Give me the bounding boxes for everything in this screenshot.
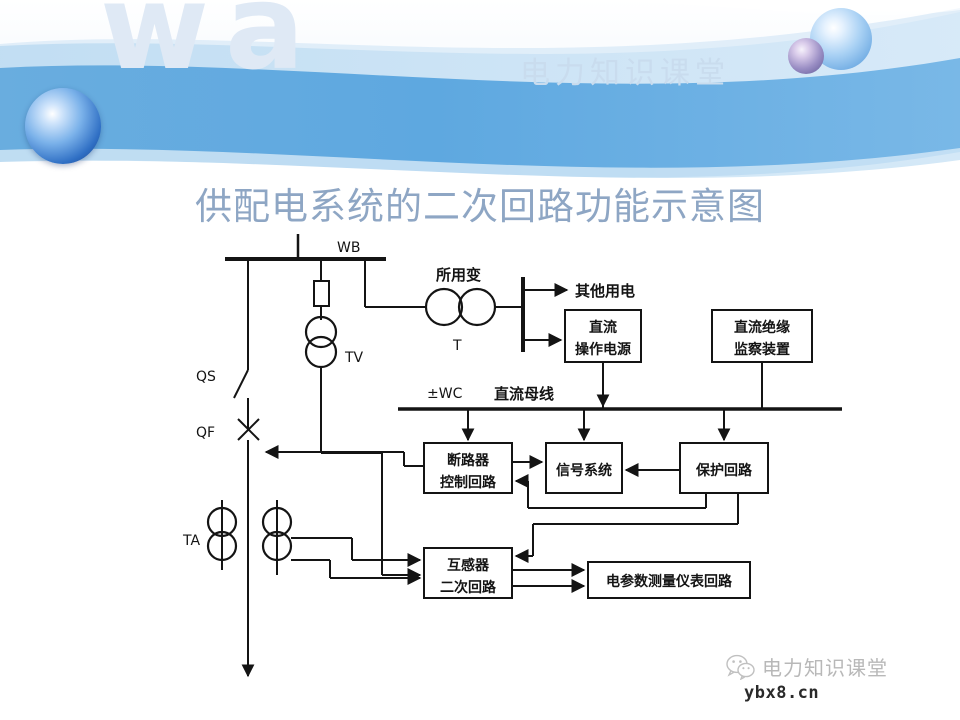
box-protection-label: 保护回路 (695, 462, 753, 479)
label-t: T (452, 338, 462, 354)
box-breaker-ctrl-line1: 断路器 (447, 452, 490, 469)
banner-graphic (0, 0, 960, 185)
box-breaker-ctrl-line2: 控制回路 (440, 474, 497, 491)
box-dc-power-line2: 操作电源 (575, 341, 631, 358)
page-title: 供配电系统的二次回路功能示意图 (195, 185, 765, 228)
label-qs: QS (196, 369, 216, 385)
label-wc: ±WC (427, 386, 463, 402)
box-ct-secondary-line2: 二次回路 (440, 579, 497, 596)
watermark-url: ybx8.cn (744, 683, 820, 703)
box-signal-system-label: 信号系统 (556, 462, 612, 479)
wechat-icon (726, 654, 755, 680)
box-dc-insulation-line1: 直流绝缘 (734, 319, 790, 336)
watermark: 电力知识课堂 (726, 652, 888, 681)
banner-ghost-text: wa (100, 0, 321, 96)
label-dc-bus: 直流母线 (494, 385, 554, 403)
watermark-name: 电力知识课堂 (762, 656, 888, 680)
decorative-sphere-main (25, 88, 101, 164)
banner-ghost-text-2: 电力知识课堂 (520, 56, 730, 91)
decorative-sphere-small (788, 38, 824, 74)
header-banner: wa 电力知识课堂 (0, 0, 960, 185)
box-dc-power-line1: 直流 (589, 319, 617, 336)
label-other-load: 其他用电 (575, 282, 635, 300)
label-wb: WB (337, 240, 360, 256)
label-tv: TV (344, 350, 364, 366)
label-ta: TA (182, 533, 200, 549)
box-ct-secondary-line1: 互感器 (447, 557, 490, 574)
label-station-transformer: 所用变 (436, 266, 481, 284)
box-dc-insulation-line2: 监察装置 (734, 341, 790, 358)
label-qf: QF (196, 425, 215, 441)
box-metering-label: 电参数测量仪表回路 (606, 573, 733, 590)
